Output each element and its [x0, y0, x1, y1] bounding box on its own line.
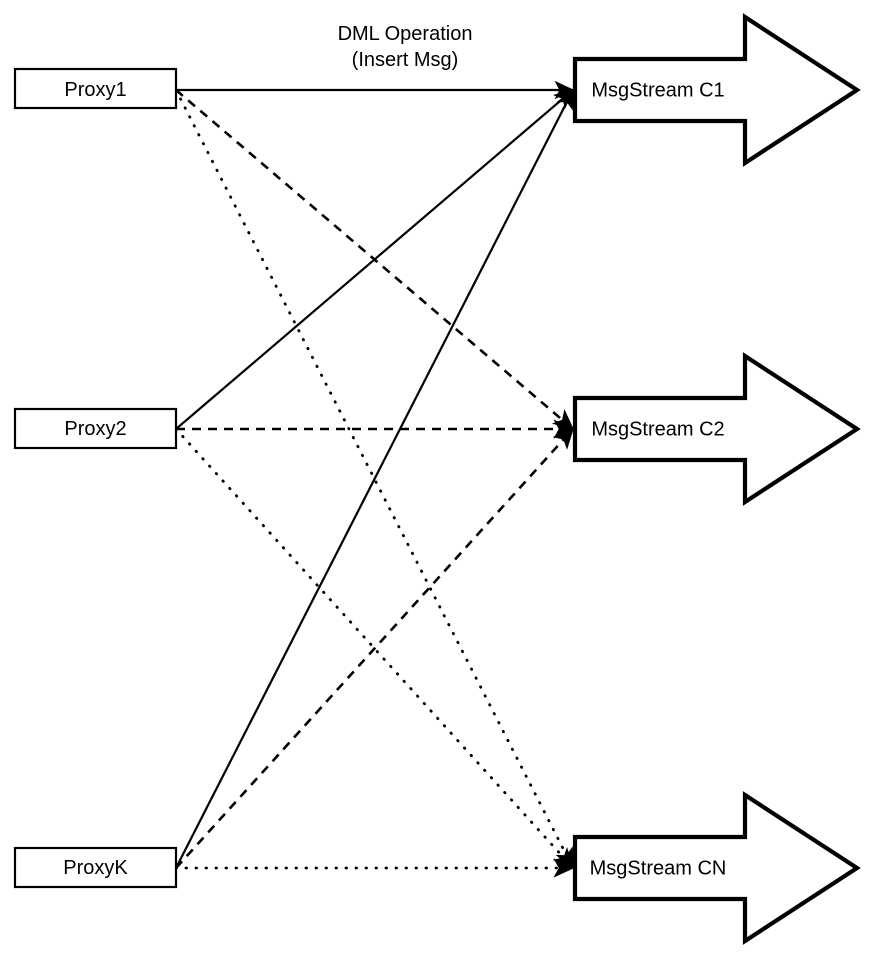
- stream-c1-label: MsgStream C1: [591, 79, 724, 101]
- edge-proxy2-to-stream-cn: [174, 427, 575, 870]
- proxy-node-proxy1[interactable]: Proxy1: [13, 67, 178, 110]
- stream-cn-label: MsgStream CN: [590, 857, 727, 879]
- connection-edges: [174, 80, 575, 878]
- proxy1-label: Proxy1: [64, 79, 126, 101]
- proxy2-label: Proxy2: [64, 418, 126, 440]
- proxy-node-proxy2[interactable]: Proxy2: [13, 407, 178, 450]
- msgstream-node-c2[interactable]: MsgStream C2: [572, 352, 861, 506]
- stream-c1-arrow-shape[interactable]: [572, 13, 861, 167]
- dml-operation-line2: (Insert Msg): [352, 49, 459, 71]
- proxy2-box[interactable]: [13, 407, 178, 450]
- edge-proxyk-to-stream-c1: [175, 88, 574, 869]
- msgstream-node-c1[interactable]: MsgStream C1: [572, 13, 861, 167]
- stream-c2-arrow-shape[interactable]: [572, 352, 861, 506]
- msgstream-node-cn[interactable]: MsgStream CN: [572, 791, 861, 945]
- proxy-node-proxyk[interactable]: ProxyK: [13, 846, 178, 889]
- edge-proxy2-to-stream-c1: [175, 89, 575, 430]
- edge-proxyk-to-stream-c2: [175, 428, 574, 869]
- stream-cn-arrow-shape[interactable]: [572, 791, 861, 945]
- proxy1-box[interactable]: [13, 67, 178, 110]
- msgstream-nodes: MsgStream C1 MsgStream C2 MsgStream CN: [572, 13, 861, 945]
- proxyk-box[interactable]: [13, 846, 178, 889]
- dml-operation-annotation: DML Operation (Insert Msg): [338, 23, 473, 71]
- proxyk-label: ProxyK: [63, 857, 128, 879]
- stream-c2-label: MsgStream C2: [591, 418, 724, 440]
- proxy-nodes: Proxy1 Proxy2 ProxyK: [13, 67, 178, 889]
- dml-operation-line1: DML Operation: [338, 23, 473, 45]
